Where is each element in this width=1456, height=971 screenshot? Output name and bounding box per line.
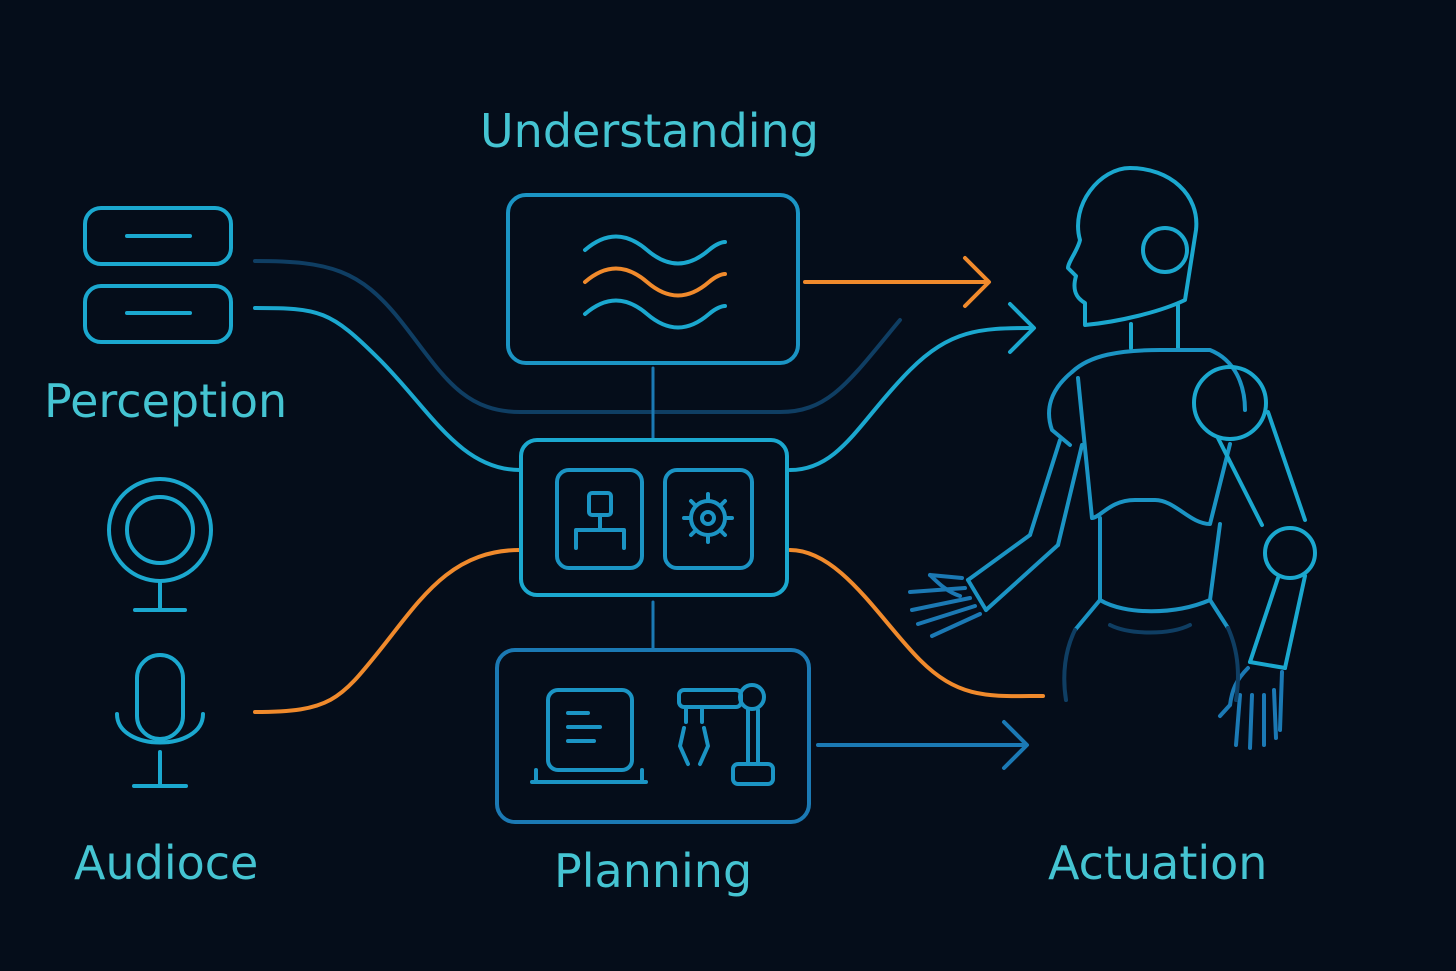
robot-arrowhead: [1008, 302, 1036, 354]
server-stack-icon: [83, 206, 233, 344]
planning-label: Planning: [554, 844, 753, 898]
microphone-icon: [115, 653, 205, 788]
user-icon: [555, 468, 644, 570]
audio-label: Audioce: [74, 836, 259, 890]
webcam-icon: [107, 477, 213, 612]
gear-icon: [663, 468, 754, 570]
robot-hand-left: [908, 573, 982, 638]
perception-connector: [253, 306, 522, 472]
core-to-robot-connector: [788, 326, 1032, 472]
robot-lower-body: [1062, 623, 1240, 702]
understanding-box: [506, 193, 800, 365]
robot-arm-left: [966, 438, 1084, 612]
planning-box: [495, 648, 811, 824]
waveform-icon: [583, 234, 727, 330]
robot-arm-icon: [677, 683, 775, 786]
core-box: [519, 438, 789, 597]
laptop-icon: [530, 688, 648, 784]
audio-connector: [253, 548, 522, 714]
humanoid-robot-icon: [908, 166, 1317, 750]
actuation-label: Actuation: [1048, 836, 1268, 890]
core-to-actuation-connector: [788, 548, 1045, 699]
connector-lines: [253, 256, 1045, 770]
perception-label: Perception: [44, 374, 288, 428]
planning-arrowhead: [1002, 720, 1029, 770]
understanding-label: Understanding: [480, 104, 819, 158]
robot-torso: [1047, 348, 1247, 632]
robot-shoulder-right: [1192, 365, 1317, 670]
understanding-arrowhead: [963, 256, 991, 308]
robot-hand-right: [1218, 666, 1284, 750]
perception-connector-dim: [253, 259, 902, 414]
robot-head: [1066, 166, 1199, 350]
